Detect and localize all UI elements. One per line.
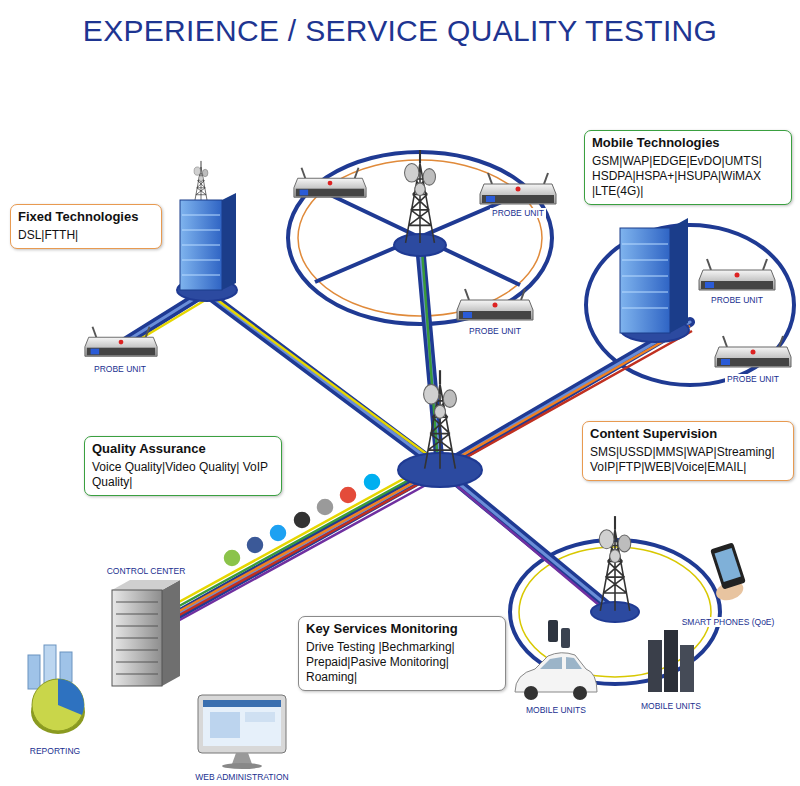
control-center-server — [112, 580, 180, 590]
web-admin-monitor — [198, 695, 286, 769]
reporting-chart — [60, 652, 72, 682]
reporting-chart — [28, 645, 85, 734]
box-body: SMS|USSD|MMS|WAP|Streaming| VoIP|FTP|WEB… — [590, 445, 786, 475]
app-icons — [339, 486, 357, 504]
office-building-right — [620, 218, 688, 333]
mobile-unit-devices — [648, 640, 662, 692]
service-bundle — [176, 475, 612, 622]
office-building-right — [620, 228, 670, 333]
web-admin-monitor — [198, 695, 286, 753]
mobile-unit-car — [524, 686, 538, 700]
probe-units — [699, 259, 775, 290]
smart-phone — [714, 548, 740, 582]
part-label: WEB ADMINISTRATION — [193, 772, 290, 782]
office-building-left — [180, 161, 236, 290]
mobile-unit-devices — [664, 630, 678, 692]
part-label: CONTROL CENTER — [105, 566, 188, 576]
web-admin-monitor — [222, 763, 262, 769]
probe-units — [480, 173, 556, 204]
probe-units — [85, 327, 157, 356]
radio-towers — [405, 150, 436, 243]
control-center-server — [116, 602, 158, 674]
mobile-unit-devices — [648, 630, 694, 692]
probe-units — [715, 336, 791, 367]
box-heading: Content Supervision — [590, 426, 786, 442]
reporting-chart — [28, 655, 40, 689]
app-icons — [363, 473, 381, 491]
mobile-unit-car — [561, 628, 570, 648]
mobile-unit-car — [515, 620, 597, 700]
mobile-unit-car — [515, 653, 597, 692]
mobile-unit-devices — [680, 645, 694, 692]
part-label: PROBE UNIT — [725, 374, 781, 384]
box-heading: Key Services Monitoring — [306, 621, 498, 637]
smart-phone — [702, 542, 749, 603]
app-icons — [293, 511, 311, 529]
network-rings — [288, 152, 794, 684]
office-building-left — [182, 215, 220, 275]
smart-phone — [710, 542, 746, 589]
web-admin-monitor — [245, 712, 275, 722]
mobile-unit-car — [548, 620, 558, 642]
reporting-chart — [32, 679, 84, 731]
reporting-chart — [58, 679, 84, 715]
part-label: PROBE UNIT — [709, 295, 765, 305]
office-building-left — [194, 161, 208, 203]
box-heading: Mobile Technologies — [592, 135, 784, 151]
web-admin-monitor — [232, 753, 252, 764]
part-label: MOBILE UNITS — [524, 705, 588, 715]
callout-box: Mobile TechnologiesGSM|WAP|EDGE|EvDO|UMT… — [584, 130, 792, 205]
control-center-server — [162, 580, 180, 686]
control-center-server — [112, 590, 162, 686]
part-label: PROBE UNIT — [92, 364, 148, 374]
box-body: GSM|WAP|EDGE|EvDO|UMTS| HSDPA|HSPA+|HSUP… — [592, 154, 784, 199]
callout-box: Quality AssuranceVoice Quality|Video Qua… — [84, 436, 282, 496]
radio-towers — [599, 516, 631, 611]
box-body: Voice Quality|Video Quality| VoIP Qualit… — [92, 460, 274, 490]
web-admin-monitor — [203, 700, 281, 746]
office-building-right — [622, 244, 668, 308]
web-admin-monitor — [210, 712, 240, 738]
app-icons — [246, 536, 264, 554]
office-building-left — [180, 200, 222, 290]
callout-box: Key Services MonitoringDrive Testing |Be… — [298, 616, 506, 691]
callout-box: Fixed TechnologiesDSL|FTTH| — [10, 204, 162, 249]
mobile-unit-car — [573, 686, 587, 700]
radio-towers — [424, 370, 457, 469]
box-body: Drive Testing |Bechmarking| Prepaid|Pasi… — [306, 640, 498, 685]
mobile-unit-car — [540, 657, 582, 669]
box-body: DSL|FTTH| — [18, 228, 154, 243]
diagram-title: EXPERIENCE / SERVICE QUALITY TESTING — [0, 14, 800, 48]
app-icons — [316, 498, 334, 516]
part-label: SMART PHONES (QoE) — [680, 617, 777, 627]
probe-units — [457, 289, 533, 320]
part-label: REPORTING — [28, 746, 82, 756]
box-heading: Fixed Technologies — [18, 209, 154, 225]
radio-towers — [405, 150, 631, 611]
office-building-left — [222, 193, 236, 290]
part-label: PROBE UNIT — [467, 326, 523, 336]
control-center-server — [112, 580, 180, 686]
part-label: PROBE UNIT — [490, 208, 546, 218]
app-icons — [223, 549, 241, 567]
probe-units — [294, 168, 366, 197]
part-label: MOBILE UNITS — [639, 701, 703, 711]
office-building-right — [670, 218, 688, 333]
box-heading: Quality Assurance — [92, 441, 274, 457]
web-admin-monitor — [203, 700, 281, 707]
service-bundle — [170, 250, 438, 611]
callout-box: Content SupervisionSMS|USSD|MMS|WAP|Stre… — [582, 421, 794, 481]
app-icons — [269, 524, 287, 542]
